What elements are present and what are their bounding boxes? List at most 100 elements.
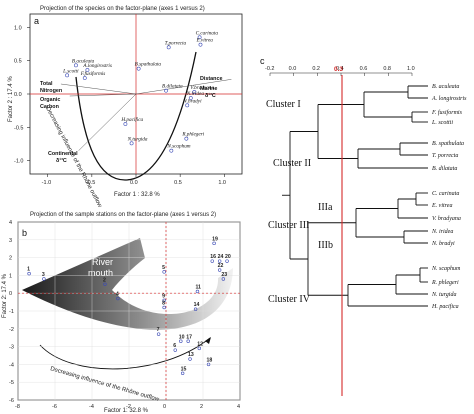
station-label: 14 bbox=[194, 302, 200, 308]
x-tick-label: -1.0 bbox=[42, 180, 51, 186]
env-total-nitrogen-2: Nitrogen bbox=[40, 88, 62, 94]
x-tick-label: -2 bbox=[126, 404, 131, 410]
station-label: 20 bbox=[225, 254, 231, 260]
species-point bbox=[74, 63, 78, 68]
leaf-label: T. porrecta bbox=[432, 153, 458, 159]
panel-a-vectors bbox=[30, 14, 242, 174]
y-tick-label: -1.0 bbox=[14, 159, 23, 165]
panel-a: Projection of the species on the factor-… bbox=[8, 6, 243, 209]
station-point bbox=[217, 259, 222, 263]
y-tick-label: 4 bbox=[9, 220, 12, 226]
x-tick-label: -8 bbox=[15, 404, 20, 410]
station-point bbox=[195, 289, 200, 294]
species-label: A.longirostris bbox=[82, 63, 112, 69]
species-point bbox=[82, 76, 87, 80]
region-label-line2: mouth bbox=[88, 268, 113, 278]
panel-b-arrow-head bbox=[205, 337, 211, 344]
leaf-label: N. scaphum bbox=[431, 266, 461, 272]
leaf-label: A. longirostris bbox=[431, 96, 467, 102]
species-label: N.iridea bbox=[186, 91, 205, 97]
scale-tick-label: 0.8 bbox=[383, 66, 391, 72]
station-label: 24 bbox=[218, 254, 224, 260]
station-label: 7 bbox=[157, 327, 160, 333]
leaf-label: B. dilatata bbox=[432, 166, 457, 172]
species-point bbox=[169, 148, 174, 153]
panel-b-arrow-arc bbox=[39, 337, 211, 370]
station-label: 19 bbox=[212, 236, 218, 242]
env-vector-2 bbox=[135, 79, 232, 95]
station-point bbox=[42, 277, 46, 281]
station-point bbox=[162, 298, 166, 303]
cluster-label-3: Cluster III bbox=[268, 220, 309, 231]
x-tick-label: 0.5 bbox=[174, 180, 182, 186]
station-point bbox=[156, 332, 161, 336]
panel-a-xlabel: Factor 1 : 32.8 % bbox=[114, 192, 160, 198]
station-point bbox=[212, 241, 216, 246]
species-point bbox=[185, 103, 190, 108]
station-point bbox=[217, 268, 222, 272]
station-label: 13 bbox=[188, 352, 194, 358]
station-point bbox=[180, 371, 185, 375]
station-point bbox=[162, 270, 166, 274]
subcluster-label-a: IIIa bbox=[318, 202, 333, 213]
species-label: B.aculeata bbox=[72, 58, 95, 64]
leaf-label: B. spathulata bbox=[432, 141, 464, 147]
station-point bbox=[179, 339, 183, 343]
station-label: 12 bbox=[197, 341, 203, 347]
leaf-label: C. carinata bbox=[432, 191, 459, 197]
cluster-label-1: Cluster I bbox=[266, 99, 301, 110]
panel-c-letter: c bbox=[260, 56, 265, 66]
station-label: 22 bbox=[218, 263, 224, 269]
leaf-label: H. pacifica bbox=[431, 303, 459, 310]
species-label: N.bradyi bbox=[182, 98, 202, 104]
x-tick-label: 2 bbox=[200, 404, 203, 410]
panel-b: Projection of the sample stations on the… bbox=[2, 212, 241, 414]
leaf-label: V. bradyana bbox=[432, 216, 461, 222]
y-tick-label: -2 bbox=[9, 327, 14, 333]
species-label: E.vitrea bbox=[195, 38, 213, 44]
env-continental-delta: δ¹³C bbox=[56, 158, 67, 164]
station-point bbox=[197, 346, 202, 351]
y-tick-label: 0.5 bbox=[14, 59, 22, 65]
leaf-label: R. phlegeri bbox=[431, 280, 459, 286]
y-tick-label: -1 bbox=[9, 309, 14, 315]
env-total-nitrogen-1: Total bbox=[40, 81, 53, 87]
x-tick-label: -4 bbox=[89, 404, 94, 410]
station-label: 2 bbox=[103, 277, 106, 283]
station-point bbox=[188, 357, 192, 361]
species-label: N.turgida bbox=[127, 136, 148, 142]
y-tick-label: 0 bbox=[9, 291, 12, 297]
panel-a-ylabel: Factor 2 : 17.4 % bbox=[8, 76, 14, 122]
scale-tick-label: 0.2 bbox=[312, 66, 320, 72]
panel-b-letter: b bbox=[22, 228, 27, 238]
species-point bbox=[129, 141, 134, 146]
env-marine: Marine bbox=[200, 86, 217, 92]
scale-tick-label: -0.2 bbox=[265, 66, 274, 72]
species-label: H.pacifica bbox=[120, 116, 143, 123]
station-label: 15 bbox=[181, 366, 187, 372]
cluster-label-4: Cluster IV bbox=[268, 294, 311, 305]
species-point bbox=[198, 42, 203, 47]
leaf-label: B. aculeata bbox=[432, 84, 459, 90]
panel-b-ylabel: Factor 2: 17.4 % bbox=[2, 273, 8, 318]
leaf-label: N. bradyi bbox=[431, 241, 455, 247]
station-label: 8 bbox=[162, 300, 165, 306]
species-label: T.porrecta bbox=[165, 40, 187, 46]
y-tick-label: 2 bbox=[9, 256, 12, 262]
scale-tick-label: 1.0 bbox=[407, 66, 415, 72]
station-label: 18 bbox=[207, 357, 213, 363]
species-point bbox=[188, 96, 193, 100]
station-label: 23 bbox=[221, 272, 227, 278]
x-tick-label: -0.5 bbox=[86, 180, 95, 186]
species-label: L.scotti bbox=[62, 68, 79, 74]
scale-tick-label: 0.6 bbox=[360, 66, 368, 72]
species-point bbox=[192, 90, 197, 94]
species-label: R.phlegeri bbox=[181, 132, 204, 138]
